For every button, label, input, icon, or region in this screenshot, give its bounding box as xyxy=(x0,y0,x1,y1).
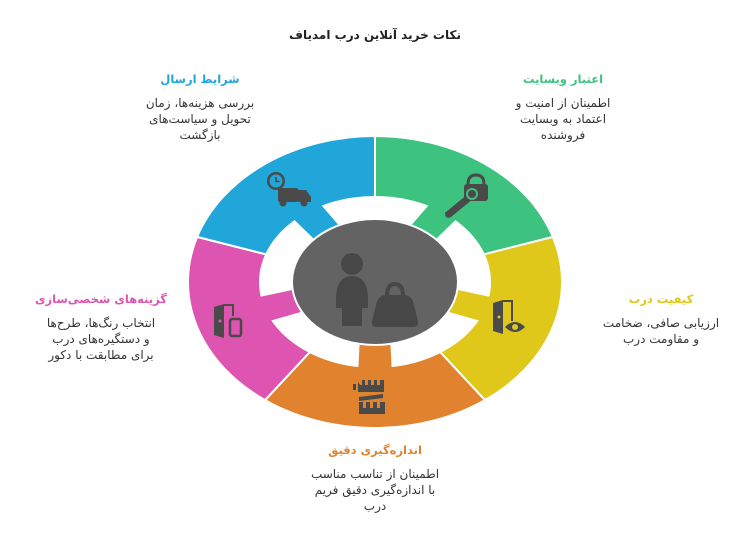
desc-line: تحویل و سیاست‌های xyxy=(149,112,251,126)
desc-line: برای مطابقت با دکور xyxy=(48,348,154,362)
heading-precise-measurement: اندازه‌گیری دقیق xyxy=(328,443,422,457)
heading-shipping-terms: شرایط ارسال xyxy=(160,72,240,86)
heading-customization-options: گزینه‌های شخصی‌سازی xyxy=(34,292,167,306)
desc-line: بازگشت xyxy=(179,128,221,142)
desc-line: درب xyxy=(363,499,387,513)
label-customization-options: گزینه‌های شخصی‌سازی انتخاب رنگ‌ها، طرح‌ه… xyxy=(6,292,196,363)
door-tablet-icon xyxy=(214,304,243,338)
desc-line: بررسی هزینه‌ها، زمان xyxy=(145,96,255,110)
delivery-truck-clock-icon xyxy=(267,172,311,207)
desc-line: اطمینان از تناسب مناسب xyxy=(310,467,440,481)
segment-tab-precise-measurement xyxy=(358,338,392,373)
label-door-quality: کیفیت درب ارزیابی صافی، ضخامت و مقاومت د… xyxy=(572,292,750,347)
desc-precise-measurement: اطمینان از تناسب مناسب با اندازه‌گیری دق… xyxy=(280,466,470,514)
desc-line: اعتماد به وبسایت xyxy=(519,112,607,126)
desc-line: انتخاب رنگ‌ها، طرح‌ها xyxy=(46,316,156,330)
desc-line: با اندازه‌گیری دقیق فریم xyxy=(314,483,436,497)
label-website-trust: اعتبار وبسایت اطمینان از امنیت و اعتماد … xyxy=(478,72,648,143)
desc-customization-options: انتخاب رنگ‌ها، طرح‌ها و دستگیره‌های درب … xyxy=(6,315,196,363)
desc-line: ارزیابی صافی، ضخامت xyxy=(602,316,720,330)
measuring-tape-icon xyxy=(353,380,385,414)
desc-website-trust: اطمینان از امنیت و اعتماد به وبسایت فروش… xyxy=(478,95,648,143)
desc-shipping-terms: بررسی هزینه‌ها، زمان تحویل و سیاست‌های ب… xyxy=(110,95,290,143)
desc-line: و دستگیره‌های درب xyxy=(52,332,150,346)
desc-door-quality: ارزیابی صافی، ضخامت و مقاومت درب xyxy=(572,315,750,347)
label-precise-measurement: اندازه‌گیری دقیق اطمینان از تناسب مناسب … xyxy=(280,443,470,514)
unlock-key-icon xyxy=(445,173,488,218)
desc-line: اطمینان از امنیت و xyxy=(515,96,611,110)
heading-website-trust: اعتبار وبسایت xyxy=(522,72,604,86)
heading-door-quality: کیفیت درب xyxy=(628,292,694,306)
label-shipping-terms: شرایط ارسال بررسی هزینه‌ها، زمان تحویل و… xyxy=(110,72,290,143)
person-with-bag-icon xyxy=(336,253,419,327)
page-title: نکات خرید آنلاین درب امدیاف xyxy=(289,28,461,42)
desc-line: و مقاومت درب xyxy=(622,332,700,346)
door-eye-icon xyxy=(493,300,525,334)
desc-line: فروشنده xyxy=(540,128,586,142)
